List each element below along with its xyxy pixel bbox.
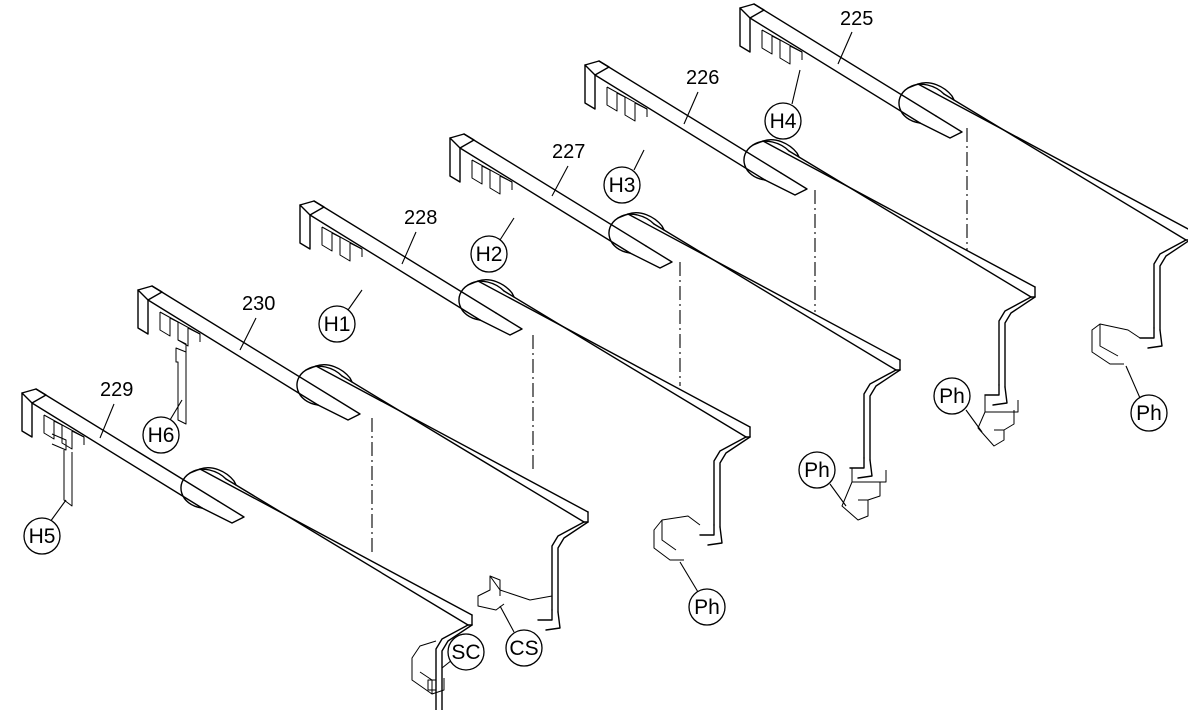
callout-sc: SC — [441, 633, 485, 671]
bracket-229 — [21, 388, 473, 710]
callout-ph-226: Ph — [933, 377, 983, 433]
callout-h2: H2 — [470, 217, 515, 273]
svg-text:H2: H2 — [476, 243, 503, 266]
part-label-226: 226 — [683, 67, 719, 125]
svg-text:229: 229 — [100, 379, 133, 401]
callout-h3: H3 — [603, 149, 645, 204]
part-label-228: 228 — [401, 207, 437, 265]
callout-h1: H1 — [318, 289, 363, 343]
callout-h4: H4 — [764, 69, 802, 140]
callout-ph-228: Ph — [679, 561, 726, 626]
svg-text:H1: H1 — [324, 313, 351, 336]
svg-text:H6: H6 — [148, 424, 175, 447]
svg-text:Ph: Ph — [694, 596, 720, 619]
bracket-228 — [299, 200, 751, 561]
callout-h5: H5 — [23, 499, 67, 555]
svg-text:H4: H4 — [770, 110, 797, 133]
callout-ph-225: Ph — [1125, 365, 1168, 432]
svg-text:226: 226 — [686, 67, 719, 89]
callout-h6: H6 — [142, 399, 183, 454]
part-label-225: 225 — [837, 8, 873, 65]
svg-text:227: 227 — [552, 141, 585, 163]
part-label-229: 229 — [99, 379, 133, 439]
svg-text:Ph: Ph — [939, 385, 965, 408]
svg-text:228: 228 — [404, 207, 437, 229]
part-label-230: 230 — [239, 293, 275, 351]
bracket-230 — [137, 285, 589, 631]
part-label-227: 227 — [551, 141, 585, 197]
bracket-226 — [584, 60, 1036, 447]
callout-ph-227: Ph — [798, 451, 847, 507]
svg-text:230: 230 — [242, 293, 275, 315]
svg-text:SC: SC — [451, 641, 480, 664]
bracket-227 — [449, 133, 901, 521]
callout-cs: CS — [499, 605, 543, 667]
svg-text:H3: H3 — [609, 174, 636, 197]
svg-text:Ph: Ph — [804, 459, 830, 482]
svg-text:Ph: Ph — [1136, 402, 1162, 425]
bracket-225 — [739, 3, 1188, 365]
svg-text:225: 225 — [840, 8, 873, 30]
svg-text:CS: CS — [509, 637, 538, 660]
svg-text:H5: H5 — [29, 525, 56, 548]
